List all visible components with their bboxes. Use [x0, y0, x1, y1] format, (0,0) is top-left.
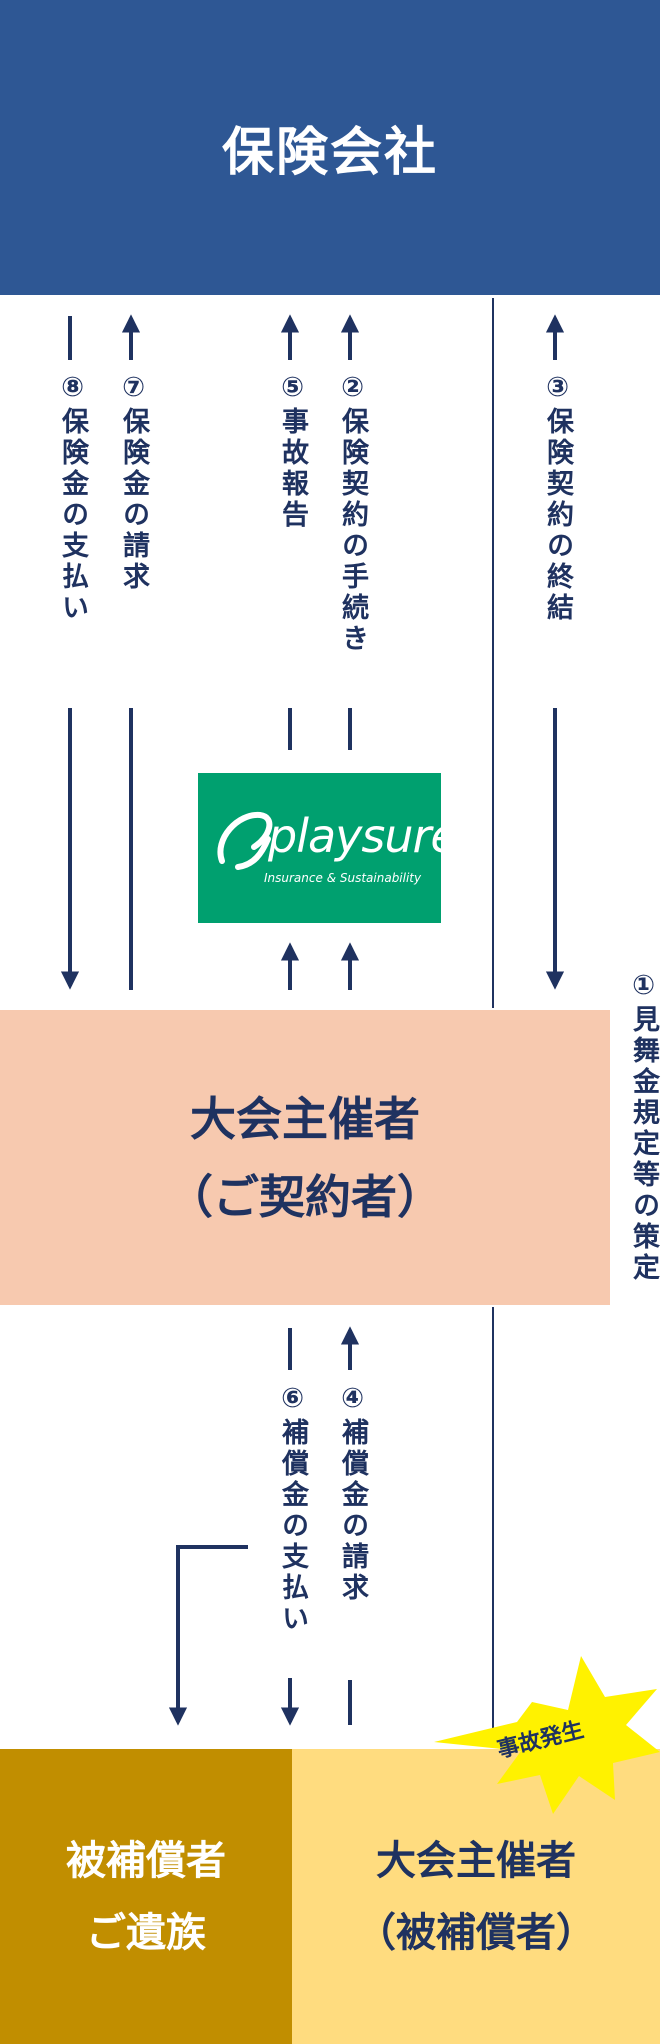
flow-label-5: ⑤事故報告: [277, 372, 308, 531]
arrow-6-branch: [168, 1545, 248, 1726]
organizer-insured-box: 大会主催者 （被補償者）: [292, 1749, 660, 2044]
accident-burst-shape: [434, 1656, 660, 1814]
flow-label-2: ②保険契約の手続き: [337, 372, 368, 655]
organizer-contractor-box: 大会主催者 （ご契約者）: [0, 1010, 610, 1305]
insurance-company-label: 保険会社: [221, 123, 438, 183]
flow-label-1: ①見舞金規定等の策定: [628, 970, 659, 1284]
flow-label-3: ③保険契約の終結: [542, 372, 573, 624]
bereaved-subtitle: ご遺族: [86, 1909, 206, 1956]
playsure-tagline: Insurance & Sustainability: [264, 871, 422, 885]
flow-label-6: ⑥補償金の支払い: [277, 1383, 308, 1635]
playsure-swoosh-icon: [217, 811, 273, 870]
insurance-company-box: 保険会社: [0, 0, 660, 295]
playsure-wordmark: playsure: [268, 809, 459, 863]
flow-label-7: ⑦保険金の請求: [118, 372, 149, 593]
bereaved-family-box: 被補償者 ご遺族: [0, 1749, 292, 2044]
flow-label-4: ④補償金の請求: [337, 1383, 368, 1604]
organizer-title: 大会主催者: [190, 1091, 420, 1146]
insured-subtitle: （被補償者）: [356, 1909, 596, 1956]
playsure-logo: playsure Insurance & Sustainability: [198, 773, 459, 923]
organizer-subtitle: （ご契約者）: [167, 1169, 443, 1224]
flow-label-8: ⑧保険金の支払い: [57, 372, 88, 624]
insured-title: 大会主催者: [376, 1837, 576, 1884]
bereaved-title: 被補償者: [66, 1837, 226, 1884]
